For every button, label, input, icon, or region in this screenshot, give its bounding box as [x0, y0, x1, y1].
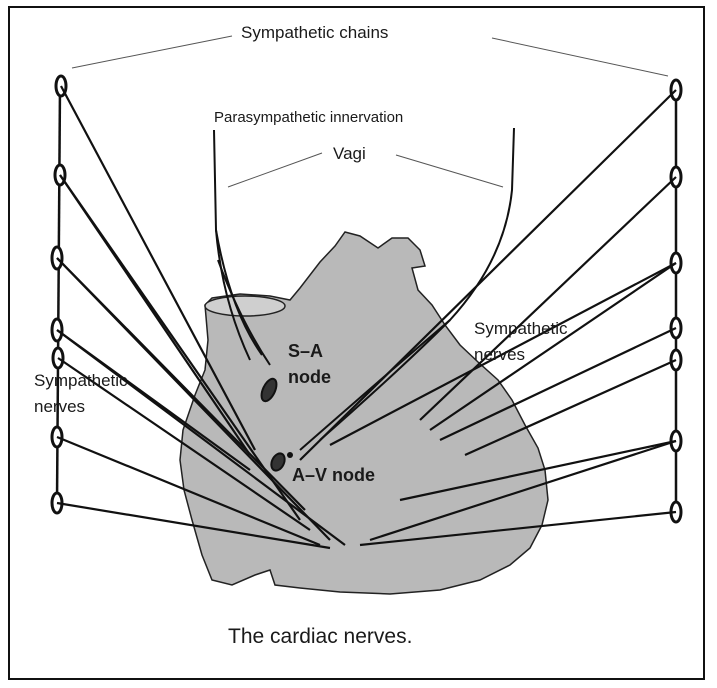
label-parasympathetic-innervation: Parasympathetic innervation — [211, 110, 406, 125]
label-av-node: A–V node — [292, 466, 375, 484]
label-sa-node-line1: S–A — [288, 342, 323, 360]
label-sympathetic-nerves-right-2: nerves — [474, 346, 525, 363]
label-sympathetic-nerves-left-1: Sympathetic — [34, 372, 128, 389]
nerve-fiber — [420, 177, 676, 420]
aorta-opening — [205, 296, 285, 316]
label-vagi: Vagi — [330, 145, 369, 162]
label-sympathetic-chains: Sympathetic chains — [238, 24, 391, 41]
caption-blank-box — [535, 623, 635, 658]
label-sympathetic-nerves-left-2: nerves — [34, 398, 85, 415]
label-sympathetic-nerves-right-1: Sympathetic — [474, 320, 568, 337]
av-node-dot — [287, 452, 293, 458]
figure-caption: The cardiac nerves. — [228, 626, 412, 647]
nerve-fiber — [61, 86, 255, 450]
label-sa-node-line2: node — [288, 368, 331, 386]
